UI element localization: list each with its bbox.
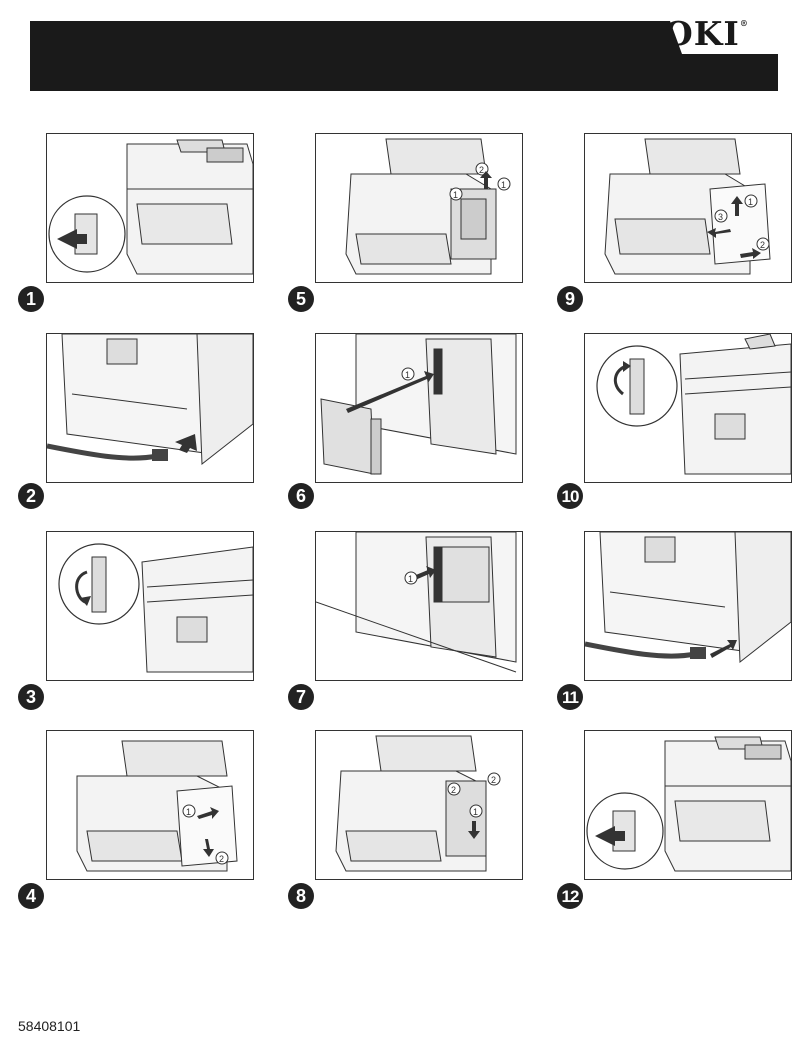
callout-number: 2 <box>479 165 484 175</box>
replace-screws-icon: 2 2 1 <box>335 735 501 872</box>
step-1-illustration <box>46 133 254 283</box>
step-number-badge: 1 <box>18 286 44 312</box>
step-number-badge: 2 <box>18 483 44 509</box>
callout-number: 2 <box>219 854 224 864</box>
callout-number: 1 <box>748 197 753 207</box>
step-11-illustration <box>584 531 792 681</box>
callout-number: 2 <box>491 775 496 785</box>
header-bar <box>30 21 778 91</box>
callout-number: 2 <box>760 240 765 250</box>
callout-number: 1 <box>453 190 458 200</box>
step-3-illustration <box>46 531 254 681</box>
board-screws-icon: 1 2 1 <box>345 138 511 275</box>
step-number-badge: 10 <box>557 483 583 509</box>
power-switch-on-icon <box>586 736 791 872</box>
step-8-illustration: 2 2 1 <box>315 730 523 880</box>
callout-number: 1 <box>186 807 191 817</box>
callout-number: 1 <box>405 370 410 380</box>
step-6-illustration: 1 <box>315 333 523 483</box>
side-cover-open-icon: 1 2 <box>76 740 238 872</box>
power-switch-on-icon <box>48 139 253 275</box>
step-number-badge: 11 <box>557 684 583 710</box>
step-number-badge: 12 <box>557 883 583 909</box>
step-number-badge: 8 <box>288 883 314 909</box>
rear-latch-close-icon <box>596 334 791 475</box>
step-12-illustration <box>584 730 792 880</box>
install-card-icon: 1 <box>320 334 517 475</box>
step-2-illustration <box>46 333 254 483</box>
callout-number: 1 <box>473 807 478 817</box>
power-cable-plug-icon <box>585 532 791 663</box>
callout-number: 3 <box>718 212 723 222</box>
side-cover-close-icon: 3 1 2 <box>604 138 771 275</box>
step-number-badge: 9 <box>557 286 583 312</box>
step-number-badge: 7 <box>288 684 314 710</box>
oki-logo: OKI® <box>664 14 749 53</box>
step-7-illustration: 1 <box>315 531 523 681</box>
callout-number: 1 <box>408 574 413 584</box>
step-number-badge: 6 <box>288 483 314 509</box>
step-5-illustration: 1 2 1 <box>315 133 523 283</box>
step-10-illustration <box>584 333 792 483</box>
rear-latch-icon <box>58 543 253 673</box>
callout-number: 2 <box>451 785 456 795</box>
document-number: 58408101 <box>18 1018 81 1034</box>
step-4-illustration: 1 2 <box>46 730 254 880</box>
step-number-badge: 4 <box>18 883 44 909</box>
callout-number: 1 <box>501 180 506 190</box>
card-seated-icon: 1 <box>316 532 517 673</box>
power-cable-unplug-icon <box>47 334 253 465</box>
step-9-illustration: 3 1 2 <box>584 133 792 283</box>
step-number-badge: 5 <box>288 286 314 312</box>
step-number-badge: 3 <box>18 684 44 710</box>
